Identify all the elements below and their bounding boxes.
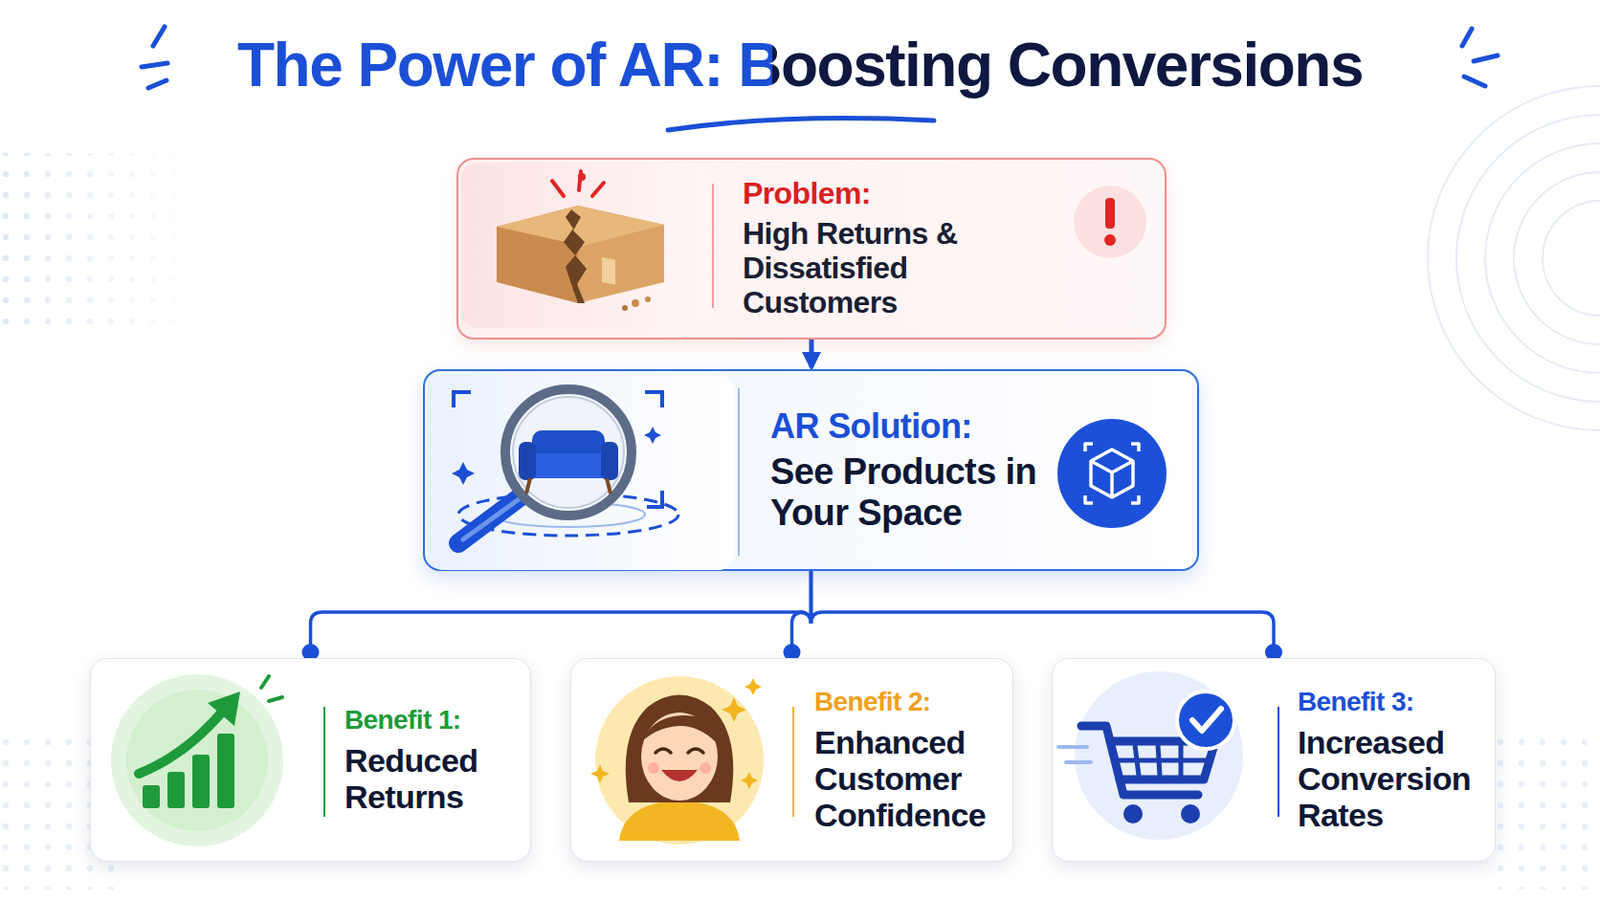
box-body: Increased Conversion Rates: [1297, 724, 1486, 834]
solution-box: AR Solution: See Products in Your Space: [422, 369, 1200, 572]
box-body: Reduced Returns: [344, 742, 519, 816]
box-heading: Benefit 3:: [1297, 687, 1486, 717]
box-heading: AR Solution:: [770, 407, 1067, 446]
box-heading: Problem:: [742, 177, 1064, 212]
branch-line: [811, 571, 1275, 659]
text-column: AR Solution: See Products in Your Space: [770, 371, 1067, 570]
benefit-card: Benefit 3: Increased Conversion Rates: [1051, 658, 1496, 863]
box-heading: Benefit 1:: [344, 705, 519, 735]
box-body: Enhanced Customer Confidence: [814, 724, 1003, 834]
box-heading: Benefit 2:: [814, 687, 1003, 717]
box-body: High Returns & Dissatisfied Customers: [742, 217, 1064, 320]
text-column: Benefit 1: Reduced Returns: [344, 659, 519, 862]
title-text: The Power of AR: Boosting Conversions: [237, 30, 1363, 100]
text-column: Benefit 2: Enhanced Customer Confidence: [814, 659, 1003, 862]
problem-box: Problem: High Returns & Dissatisfied Cust…: [456, 157, 1167, 340]
title-wrap: The Power of AR: Boosting Conversions: [0, 28, 1600, 102]
benefit-card: Benefit 1: Reduced Returns: [89, 658, 532, 863]
benefit-card: Benefit 2: Enhanced Customer Confidence: [570, 658, 1014, 863]
text-column: Problem: High Returns & Dissatisfied Cust…: [742, 159, 1064, 338]
flow-arrow: [809, 339, 815, 368]
text-column: Benefit 3: Increased Conversion Rates: [1297, 659, 1486, 862]
branch-line: [311, 571, 812, 659]
box-body: See Products in Your Space: [770, 451, 1067, 534]
